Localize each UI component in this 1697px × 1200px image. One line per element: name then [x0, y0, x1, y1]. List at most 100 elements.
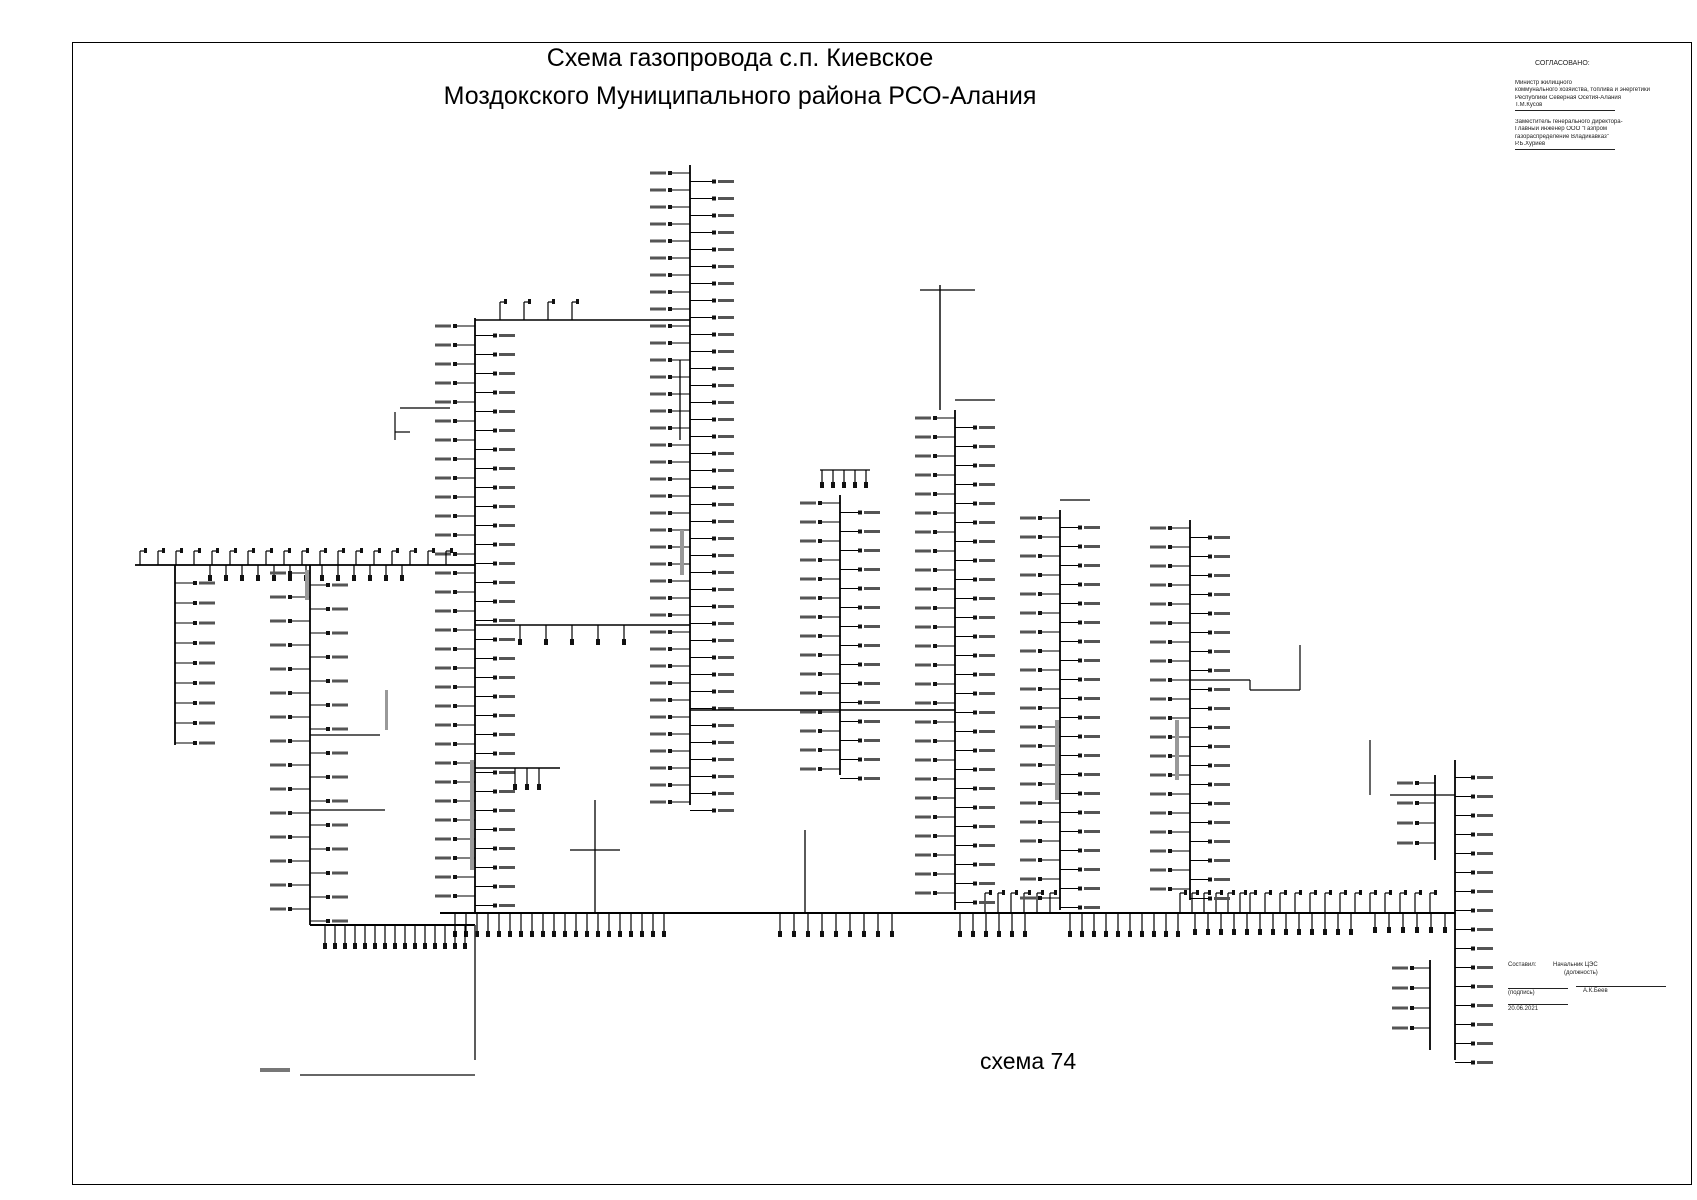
house-address-label	[435, 400, 451, 404]
house-connection-marker	[288, 835, 292, 839]
house-connection-marker	[712, 621, 716, 626]
house-address-label	[435, 552, 451, 556]
house-connection-marker	[493, 485, 497, 490]
house-connection-marker	[973, 691, 977, 696]
house-connection-marker	[668, 630, 672, 634]
house-connection-marker	[1410, 1006, 1414, 1010]
house-connection-marker	[1471, 1003, 1475, 1008]
house-address-label	[650, 375, 666, 379]
house-connection-marker	[668, 596, 672, 600]
house-connection-marker	[1374, 890, 1377, 895]
house-connection-marker	[712, 230, 716, 235]
house-connection-marker	[1078, 658, 1082, 663]
house-connection-marker	[252, 548, 255, 553]
house-address-label	[435, 343, 451, 347]
house-connection-marker	[464, 931, 468, 937]
house-address-label	[1150, 868, 1166, 872]
house-connection-marker	[890, 931, 894, 937]
house-address-label	[979, 749, 995, 752]
house-connection-marker	[668, 273, 672, 277]
house-connection-marker	[1038, 687, 1042, 691]
house-address-label	[718, 622, 734, 625]
house-connection-marker	[1038, 535, 1042, 539]
house-connection-marker	[326, 607, 330, 611]
house-connection-marker	[525, 784, 529, 790]
house-address-label	[1214, 574, 1230, 577]
house-connection-marker	[933, 853, 937, 857]
house-address-label	[270, 811, 286, 815]
house-connection-marker	[712, 723, 716, 728]
house-address-label	[1020, 725, 1036, 729]
house-address-label	[650, 341, 666, 345]
house-address-label	[915, 853, 931, 857]
house-address-label	[800, 767, 816, 771]
house-address-label	[800, 653, 816, 657]
house-connection-marker	[858, 605, 862, 610]
house-connection-marker	[712, 791, 716, 796]
house-address-label	[718, 537, 734, 540]
secondary-pipe	[305, 570, 309, 600]
house-connection-marker	[326, 727, 330, 731]
house-address-label	[1214, 783, 1230, 786]
house-address-label	[718, 520, 734, 523]
house-address-label	[718, 350, 734, 353]
house-connection-marker	[1329, 890, 1332, 895]
house-connection-marker	[453, 590, 457, 594]
house-address-label	[435, 742, 451, 746]
house-address-label	[1020, 763, 1036, 767]
house-address-label	[1214, 878, 1230, 881]
house-address-label	[650, 239, 666, 243]
house-address-label	[864, 663, 880, 666]
house-address-label	[1150, 602, 1166, 606]
house-connection-marker	[668, 409, 672, 413]
house-connection-marker	[831, 482, 835, 488]
house-connection-marker	[1208, 839, 1212, 844]
house-address-label	[718, 248, 734, 251]
house-address-label	[718, 367, 734, 370]
house-connection-marker	[326, 847, 330, 851]
house-connection-marker	[1015, 890, 1018, 895]
house-connection-marker	[1168, 564, 1172, 568]
house-address-label	[915, 549, 931, 553]
house-connection-marker	[326, 703, 330, 707]
house-address-label	[270, 667, 286, 671]
house-connection-marker	[1078, 525, 1082, 530]
house-connection-marker	[1038, 782, 1042, 786]
house-connection-marker	[1245, 929, 1249, 935]
house-connection-marker	[272, 575, 276, 581]
house-address-label	[800, 539, 816, 543]
house-connection-marker	[1078, 639, 1082, 644]
house-address-label	[1020, 554, 1036, 558]
house-connection-marker	[432, 548, 435, 553]
house-connection-marker	[712, 400, 716, 405]
house-connection-marker	[393, 943, 397, 949]
house-connection-marker	[933, 435, 937, 439]
house-connection-marker	[493, 732, 497, 737]
house-address-label	[435, 533, 451, 537]
house-connection-marker	[668, 681, 672, 685]
approval-deputy-signature: Р.Б.Хуриев	[1515, 141, 1615, 150]
house-address-label	[435, 875, 451, 879]
house-address-label	[1150, 792, 1166, 796]
house-connection-marker	[1080, 931, 1084, 937]
house-connection-marker	[1168, 659, 1172, 663]
house-connection-marker	[508, 931, 512, 937]
house-address-label	[270, 907, 286, 911]
house-address-label	[650, 630, 666, 634]
house-address-label	[915, 530, 931, 534]
house-address-label	[650, 358, 666, 362]
house-address-label	[1214, 688, 1230, 691]
house-connection-marker	[423, 943, 427, 949]
compiled-name: А.К.Беев	[1583, 988, 1608, 994]
house-connection-marker	[1168, 640, 1172, 644]
house-connection-marker	[1415, 841, 1419, 845]
house-connection-marker	[1404, 890, 1407, 895]
house-address-label	[979, 635, 995, 638]
house-address-label	[979, 901, 995, 904]
house-connection-marker	[1104, 931, 1108, 937]
house-connection-marker	[933, 511, 937, 515]
house-address-label	[650, 800, 666, 804]
house-address-label	[499, 695, 515, 698]
house-address-label	[199, 681, 215, 685]
